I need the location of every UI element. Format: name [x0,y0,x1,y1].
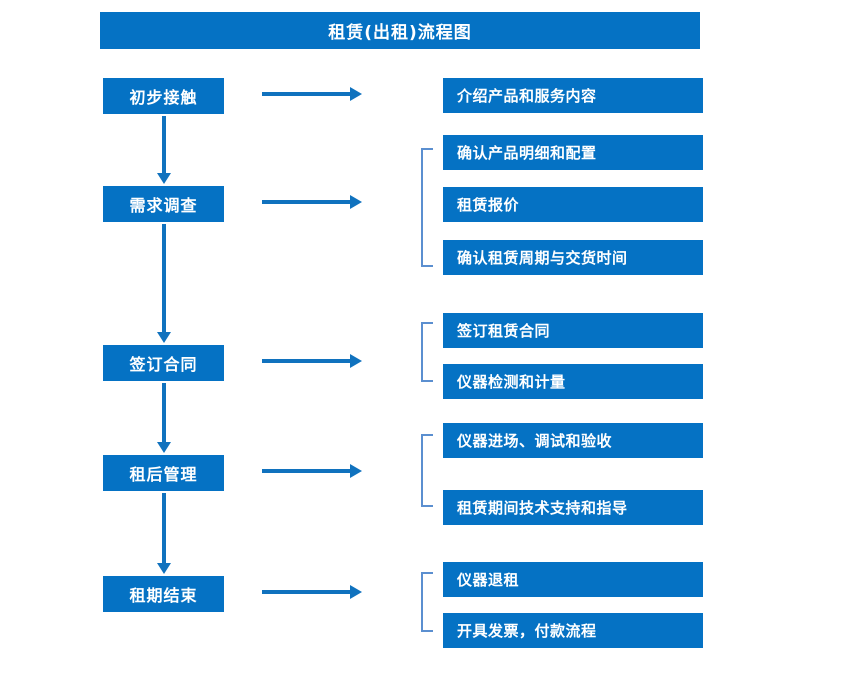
arrow-shaft [162,493,166,564]
right-arrow-icon-3 [262,354,362,368]
stage-box-5[interactable]: 租期结束 [103,576,224,612]
down-arrow-icon-2 [157,224,171,343]
stage-box-3[interactable]: 签订合同 [103,345,224,381]
arrow-head [350,464,362,478]
arrow-shaft [262,92,351,96]
arrow-head [350,585,362,599]
stage-box-4[interactable]: 租后管理 [103,455,224,491]
chart-title-bar: 租赁(出租)流程图 [100,12,700,49]
down-arrow-icon-4 [157,493,171,574]
arrow-shaft [162,224,166,333]
group-bracket-5 [421,572,433,632]
right-arrow-icon-5 [262,585,362,599]
detail-box-4[interactable]: 确认租赁周期与交货时间 [443,240,703,275]
arrow-head [350,87,362,101]
arrow-shaft [262,359,351,363]
group-bracket-2 [421,148,433,267]
arrow-shaft [162,116,166,174]
detail-box-9[interactable]: 仪器退租 [443,562,703,597]
arrow-head [157,173,171,184]
arrow-head [350,195,362,209]
right-arrow-icon-2 [262,195,362,209]
down-arrow-icon-1 [157,116,171,184]
arrow-shaft [262,200,351,204]
down-arrow-icon-3 [157,383,171,453]
detail-box-5[interactable]: 签订租赁合同 [443,313,703,348]
detail-box-10[interactable]: 开具发票，付款流程 [443,613,703,648]
detail-box-6[interactable]: 仪器检测和计量 [443,364,703,399]
detail-box-8[interactable]: 租赁期间技术支持和指导 [443,490,703,525]
detail-box-2[interactable]: 确认产品明细和配置 [443,135,703,170]
arrow-shaft [262,469,351,473]
arrow-head [157,563,171,574]
group-bracket-4 [421,434,433,507]
right-arrow-icon-1 [262,87,362,101]
arrow-head [157,332,171,343]
stage-box-2[interactable]: 需求调查 [103,186,224,222]
detail-box-7[interactable]: 仪器进场、调试和验收 [443,423,703,458]
stage-box-1[interactable]: 初步接触 [103,78,224,114]
arrow-shaft [162,383,166,443]
arrow-head [157,442,171,453]
arrow-shaft [262,590,351,594]
arrow-head [350,354,362,368]
group-bracket-3 [421,322,433,382]
right-arrow-icon-4 [262,464,362,478]
detail-box-3[interactable]: 租赁报价 [443,187,703,222]
detail-box-1[interactable]: 介绍产品和服务内容 [443,78,703,113]
